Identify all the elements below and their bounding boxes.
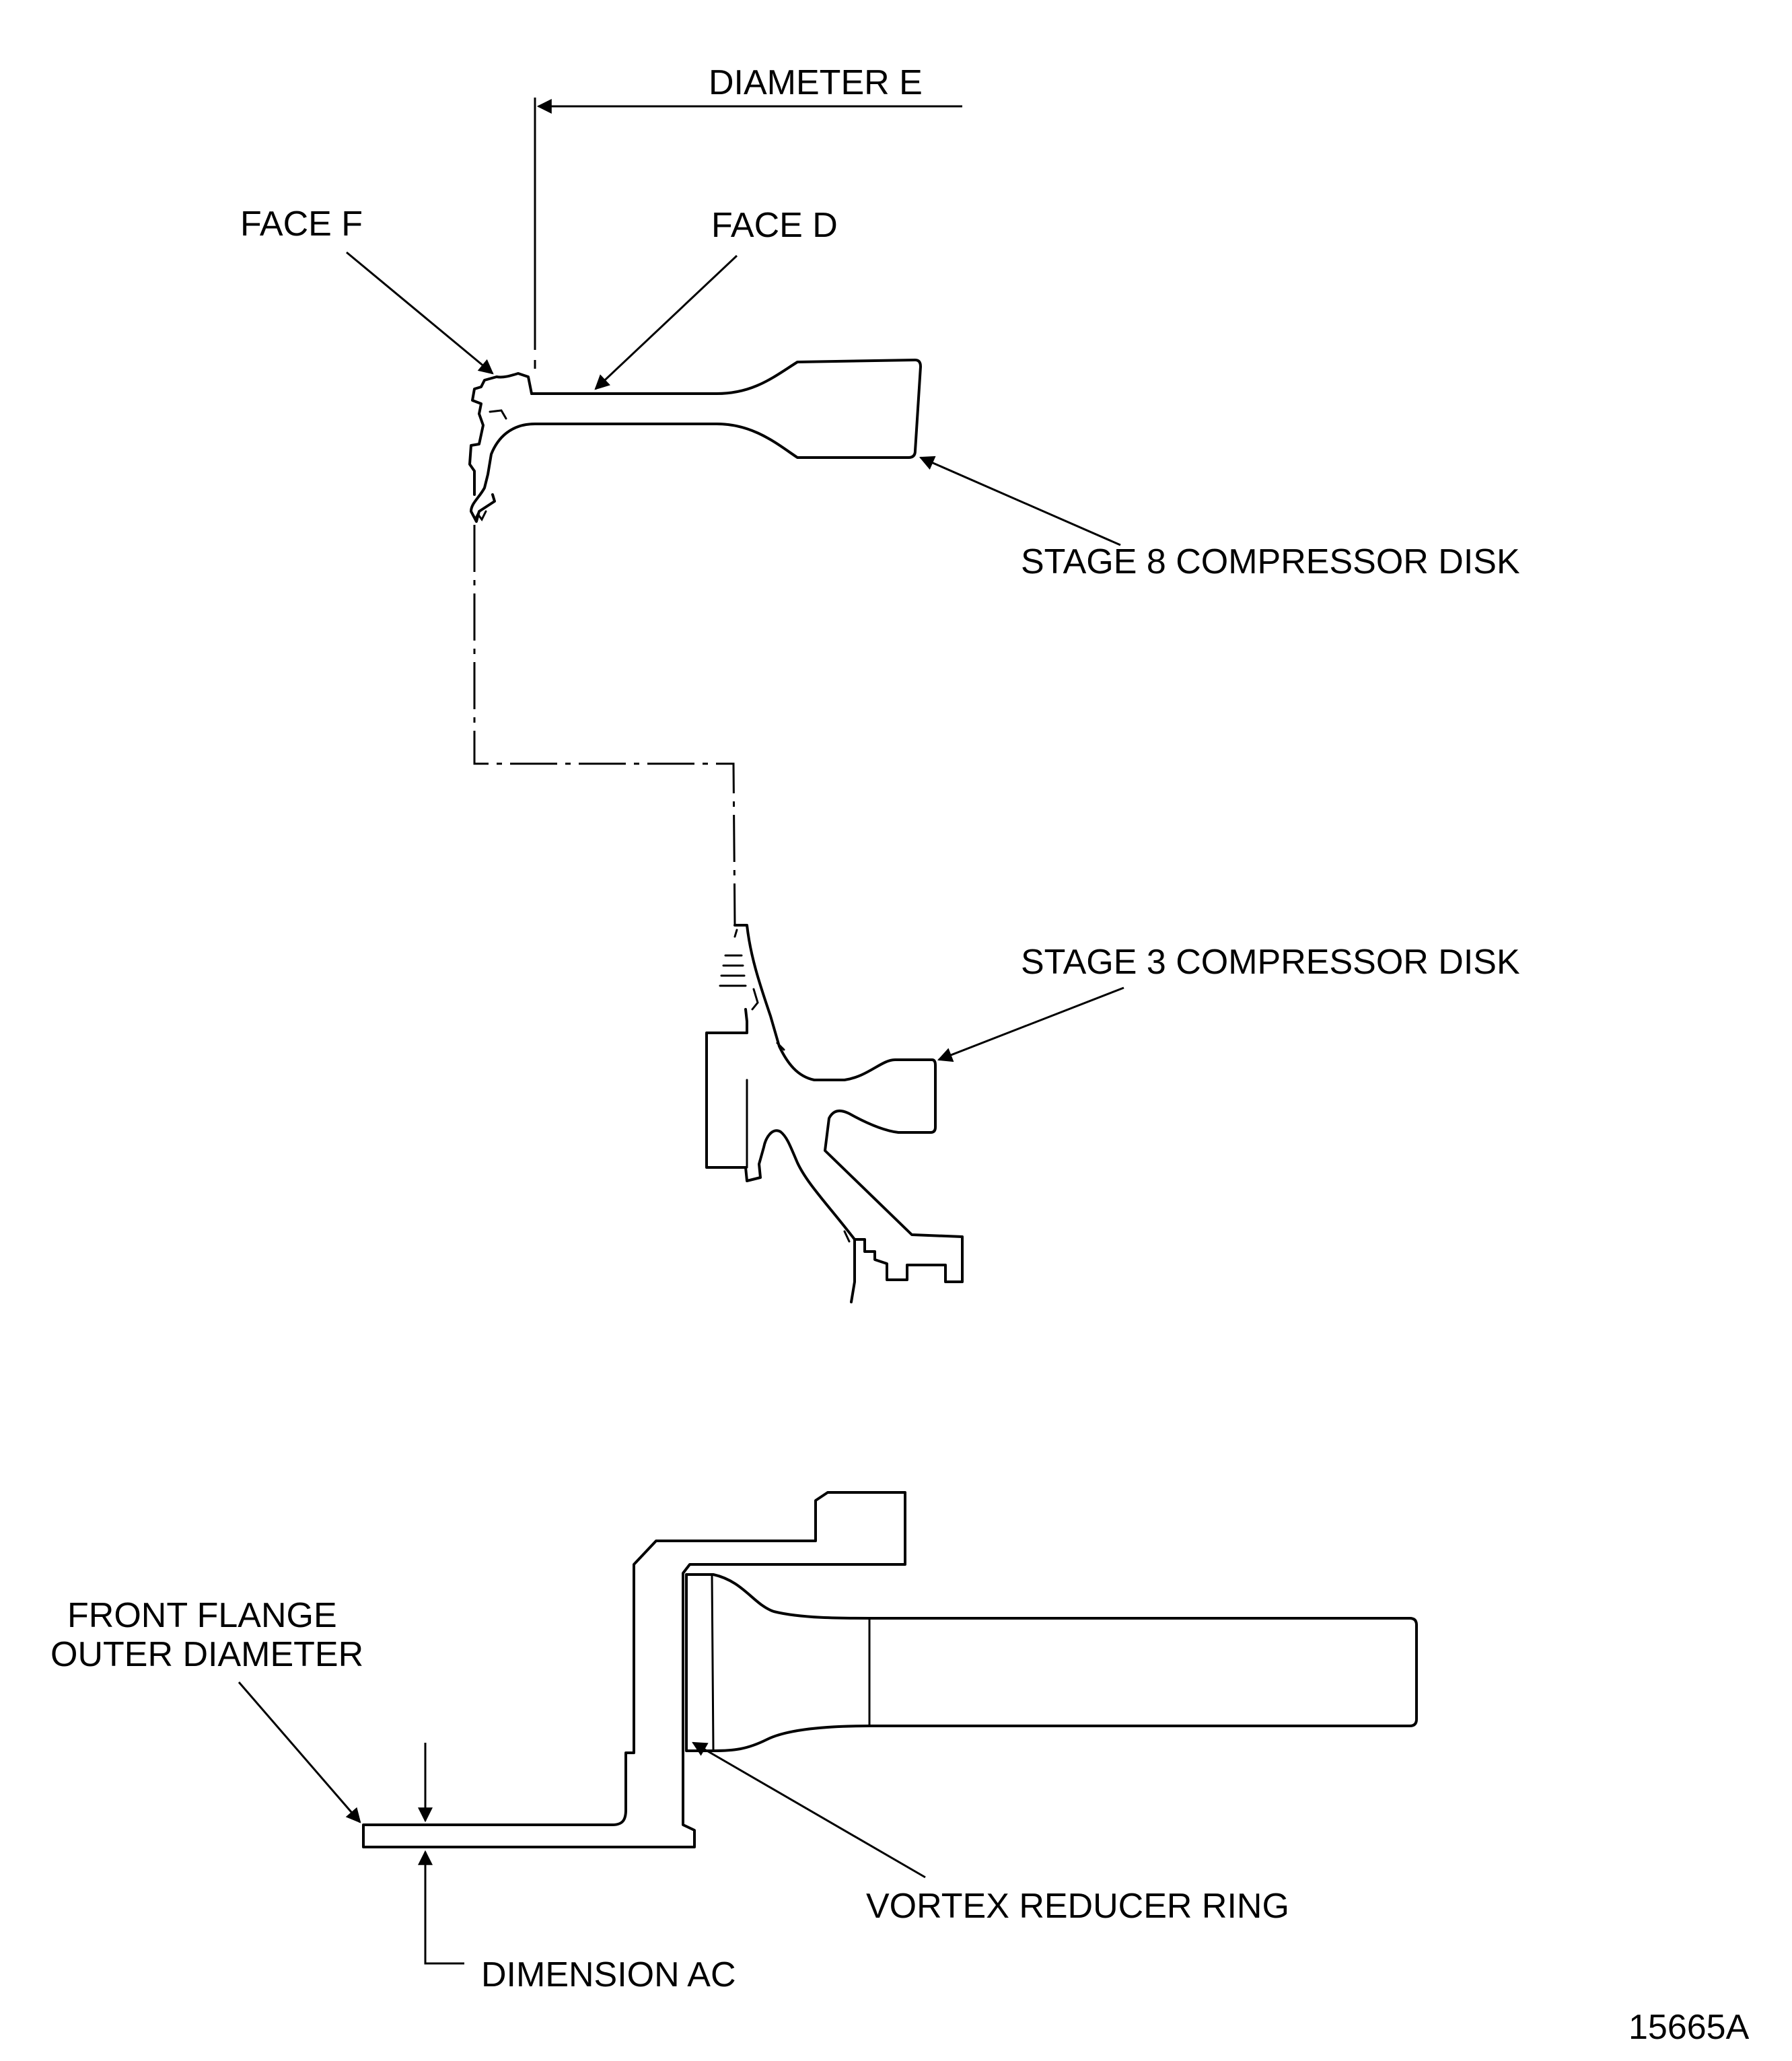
stage-3-leader xyxy=(937,986,1124,1062)
stage-3-label: STAGE 3 COMPRESSOR DISK xyxy=(1021,943,1520,982)
stage-8-leader xyxy=(919,456,1121,546)
centerline xyxy=(473,525,736,926)
front-flange-label-line2: OUTER DIAMETER xyxy=(50,1635,363,1674)
front-flange-label-line1: FRONT FLANGE xyxy=(67,1596,337,1635)
front-flange-leader xyxy=(238,1682,361,1823)
figure-number: 15665A xyxy=(1628,2008,1750,2047)
stage-8-label: STAGE 8 COMPRESSOR DISK xyxy=(1021,542,1520,581)
dimension-ac-bottom-arrow xyxy=(418,1850,464,1965)
vortex-reducer-assembly xyxy=(362,1491,1418,1848)
vortex-reducer-ring-label: VORTEX REDUCER RING xyxy=(866,1887,1289,1926)
diameter-e-label: DIAMETER E xyxy=(709,63,923,102)
face-d-leader xyxy=(594,254,738,390)
stage-8-compressor-disk xyxy=(468,359,922,523)
face-f-leader xyxy=(346,251,494,375)
dimension-ac-label: DIMENSION AC xyxy=(481,1955,736,1994)
face-f-label: FACE F xyxy=(240,205,363,244)
front-flange-part xyxy=(362,1491,906,1848)
vortex-reducer-ring-part xyxy=(685,1573,1418,1752)
vortex-leader xyxy=(692,1741,926,1879)
face-d-label: FACE D xyxy=(711,206,838,245)
stage-3-compressor-disk xyxy=(705,924,964,1303)
